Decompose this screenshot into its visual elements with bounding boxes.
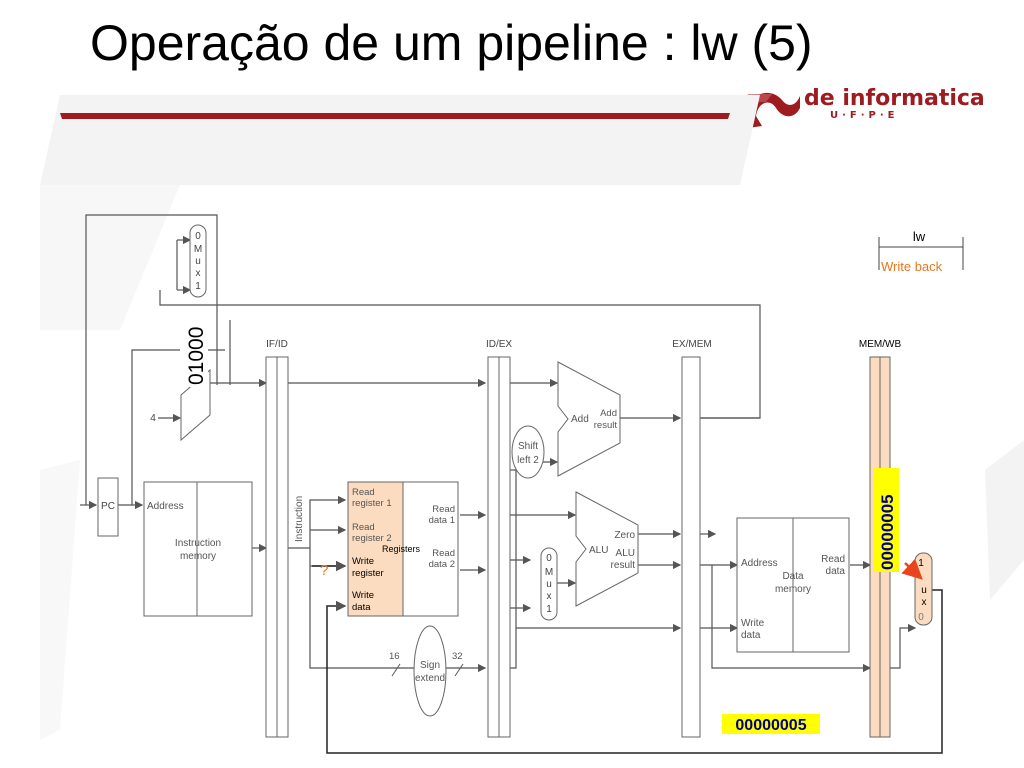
diagram-label: result (594, 420, 618, 431)
stage-legend: lw Write back (878, 229, 964, 274)
diagram-label: M (545, 567, 553, 578)
diagram-label: Add (600, 408, 617, 419)
diagram-label: register 2 (352, 533, 392, 544)
memwb-label: MEM/WB (859, 339, 902, 350)
shift-left-2: Shift left 2 (511, 425, 545, 479)
diagram-label: M (194, 244, 202, 255)
diagram-label: 32 (452, 651, 463, 662)
instruction-bus-label: Instruction (294, 496, 305, 542)
diagram-label: data (826, 566, 846, 577)
diagram-label: data (741, 630, 761, 641)
diagram-label: data 2 (429, 559, 455, 570)
pc-register: PC (97, 477, 119, 537)
diagram-label: Sign (420, 660, 440, 671)
pc-value: 01000 (180, 315, 208, 387)
writeback-path (326, 589, 943, 754)
diagram-label: 1 (546, 604, 552, 615)
diagram-label: Read (352, 487, 375, 498)
legend-instruction: lw (913, 229, 926, 244)
diagram-label: 1 (918, 558, 924, 569)
slide-title: Operação de um pipeline : lw (5) (90, 15, 813, 71)
diagram-label: 1 (195, 281, 201, 292)
writeback-value: 00000005 (722, 714, 820, 734)
diagram-label: u (921, 585, 927, 596)
register-file: Read register 1 Read register 2 Write re… (347, 481, 459, 617)
diagram-label: 0 (195, 231, 201, 242)
pc-label: PC (101, 501, 115, 512)
diagram-label: result (611, 560, 636, 571)
logo-wordmark: de informatica (804, 86, 985, 111)
alu: ALU Zero ALU result (575, 491, 639, 607)
data-memory: Address Read data Data memory Write data (736, 517, 850, 653)
diagram-label: 0 (918, 612, 924, 623)
pipeline-register-ifid: IF/ID (265, 339, 289, 738)
diagram-label: ALU (589, 545, 608, 556)
diagram-label: Read (352, 522, 375, 533)
diagram-label: memory (775, 584, 811, 595)
memwb-value: 00000005 (873, 468, 899, 572)
diagram-label: data (352, 602, 371, 613)
title-underline (60, 113, 730, 119)
diagram-label: x (196, 268, 201, 279)
diagram-label: 16 (389, 651, 400, 662)
writeback-value-text: 00000005 (735, 717, 806, 734)
diagram-label: register (352, 568, 384, 579)
pc-mux: 0 M u x 1 (189, 224, 207, 298)
diagram-label: Write (352, 556, 374, 567)
diagram-label: Read (432, 548, 455, 559)
diagram-label: u (195, 256, 201, 267)
writeback-mux: 1 u x 0 (914, 552, 933, 626)
diagram-label: Zero (614, 530, 635, 541)
diagram-label: memory (180, 551, 216, 562)
diagram-label: Address (741, 558, 778, 569)
diagram-label: x (547, 591, 552, 602)
diagram-label: Instruction (175, 538, 221, 549)
diagram-label: u (546, 579, 552, 590)
memwb-value-text: 00000005 (878, 494, 897, 570)
diagram-label: x (922, 597, 927, 608)
diagram-label: ALU (616, 548, 635, 559)
idex-label: ID/EX (486, 339, 512, 350)
diagram-label: Read (821, 554, 845, 565)
mux-select-arrow-icon (901, 558, 923, 580)
legend-stage: Write back (881, 259, 943, 274)
diagram-label: 0 (546, 553, 552, 564)
sign-extend: Sign extend 16 32 (389, 625, 464, 717)
exmem-label: EX/MEM (672, 339, 711, 350)
diagram-label: Add (571, 414, 589, 425)
pipeline-register-idex: ID/EX (486, 339, 512, 738)
four-label: 4 (150, 413, 156, 424)
diagram-label: Write (352, 590, 374, 601)
instruction-memory: Address Instruction memory (143, 481, 253, 617)
diagram-label: extend (415, 673, 445, 684)
pipeline-register-exmem: EX/MEM (672, 339, 712, 738)
diagram-label: left 2 (517, 455, 539, 466)
ifid-label: IF/ID (266, 339, 288, 350)
diagram-label: Read (432, 504, 455, 515)
diagram-label: Write (741, 618, 765, 629)
diagram-label: register 1 (352, 498, 392, 509)
question-mark: ? (320, 562, 328, 579)
diagram-label: Shift (518, 441, 538, 452)
pc-value-text: 01000 (185, 327, 208, 385)
branch-adder: Add Add result (557, 361, 621, 477)
logo-subtitle: U·F·P·E (830, 110, 899, 121)
diagram-label: Address (147, 501, 184, 512)
alu-mux: 0 M u x 1 (540, 547, 558, 621)
diagram-label: data 1 (429, 515, 455, 526)
diagram-label: Registers (382, 544, 421, 554)
diagram-label: Data (782, 571, 804, 582)
